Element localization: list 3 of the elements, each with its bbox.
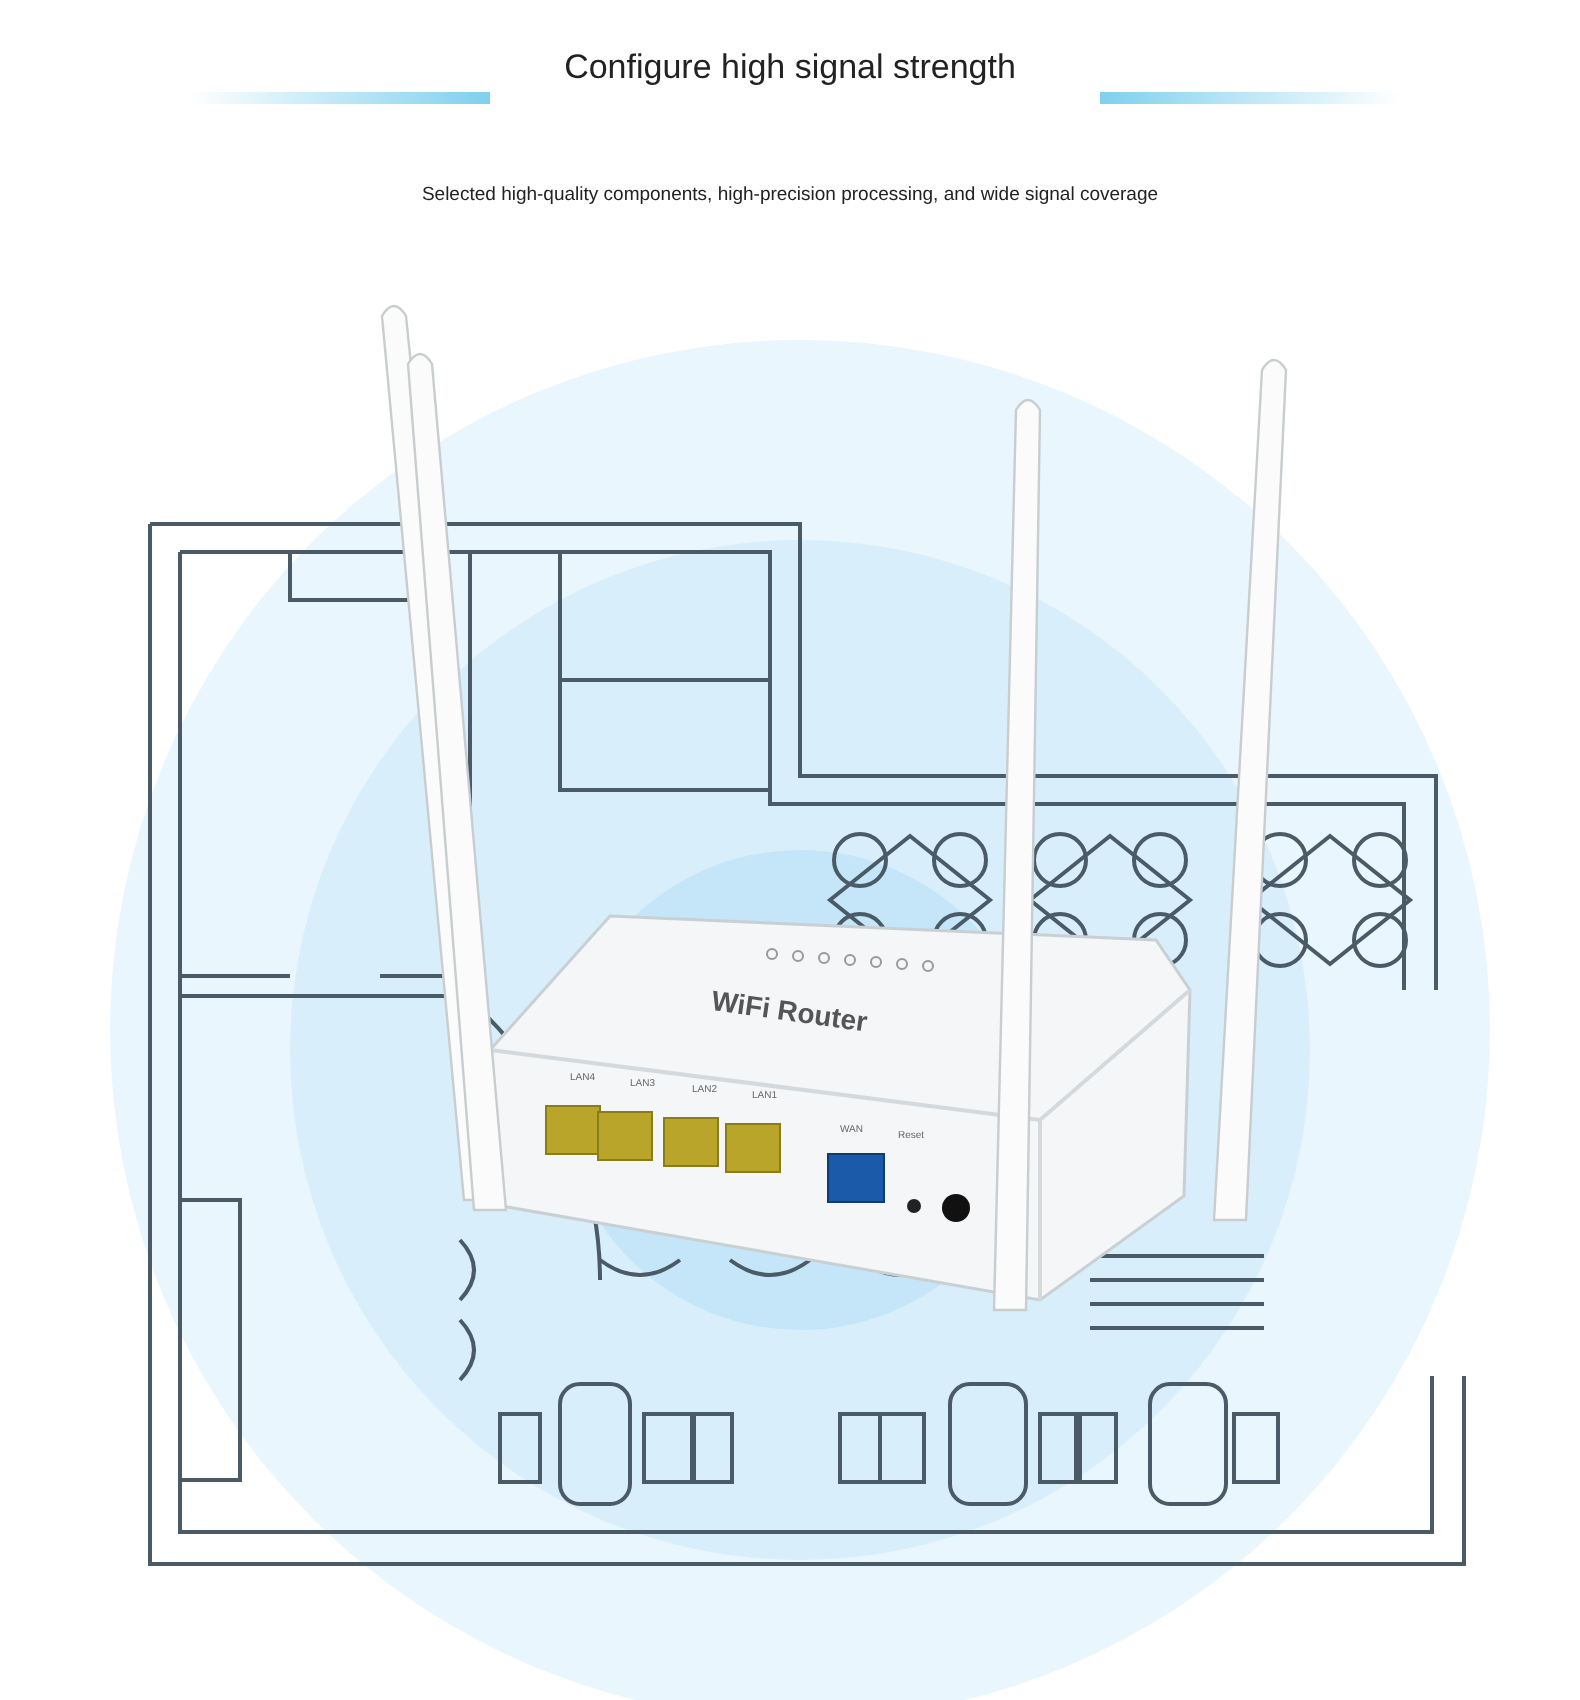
subtitle: Selected high-quality components, high-precision processing, and wide signal coverage <box>419 184 1161 206</box>
device-label: WiFi Router <box>709 984 870 1038</box>
title: Configure high signal strength <box>562 48 1018 88</box>
